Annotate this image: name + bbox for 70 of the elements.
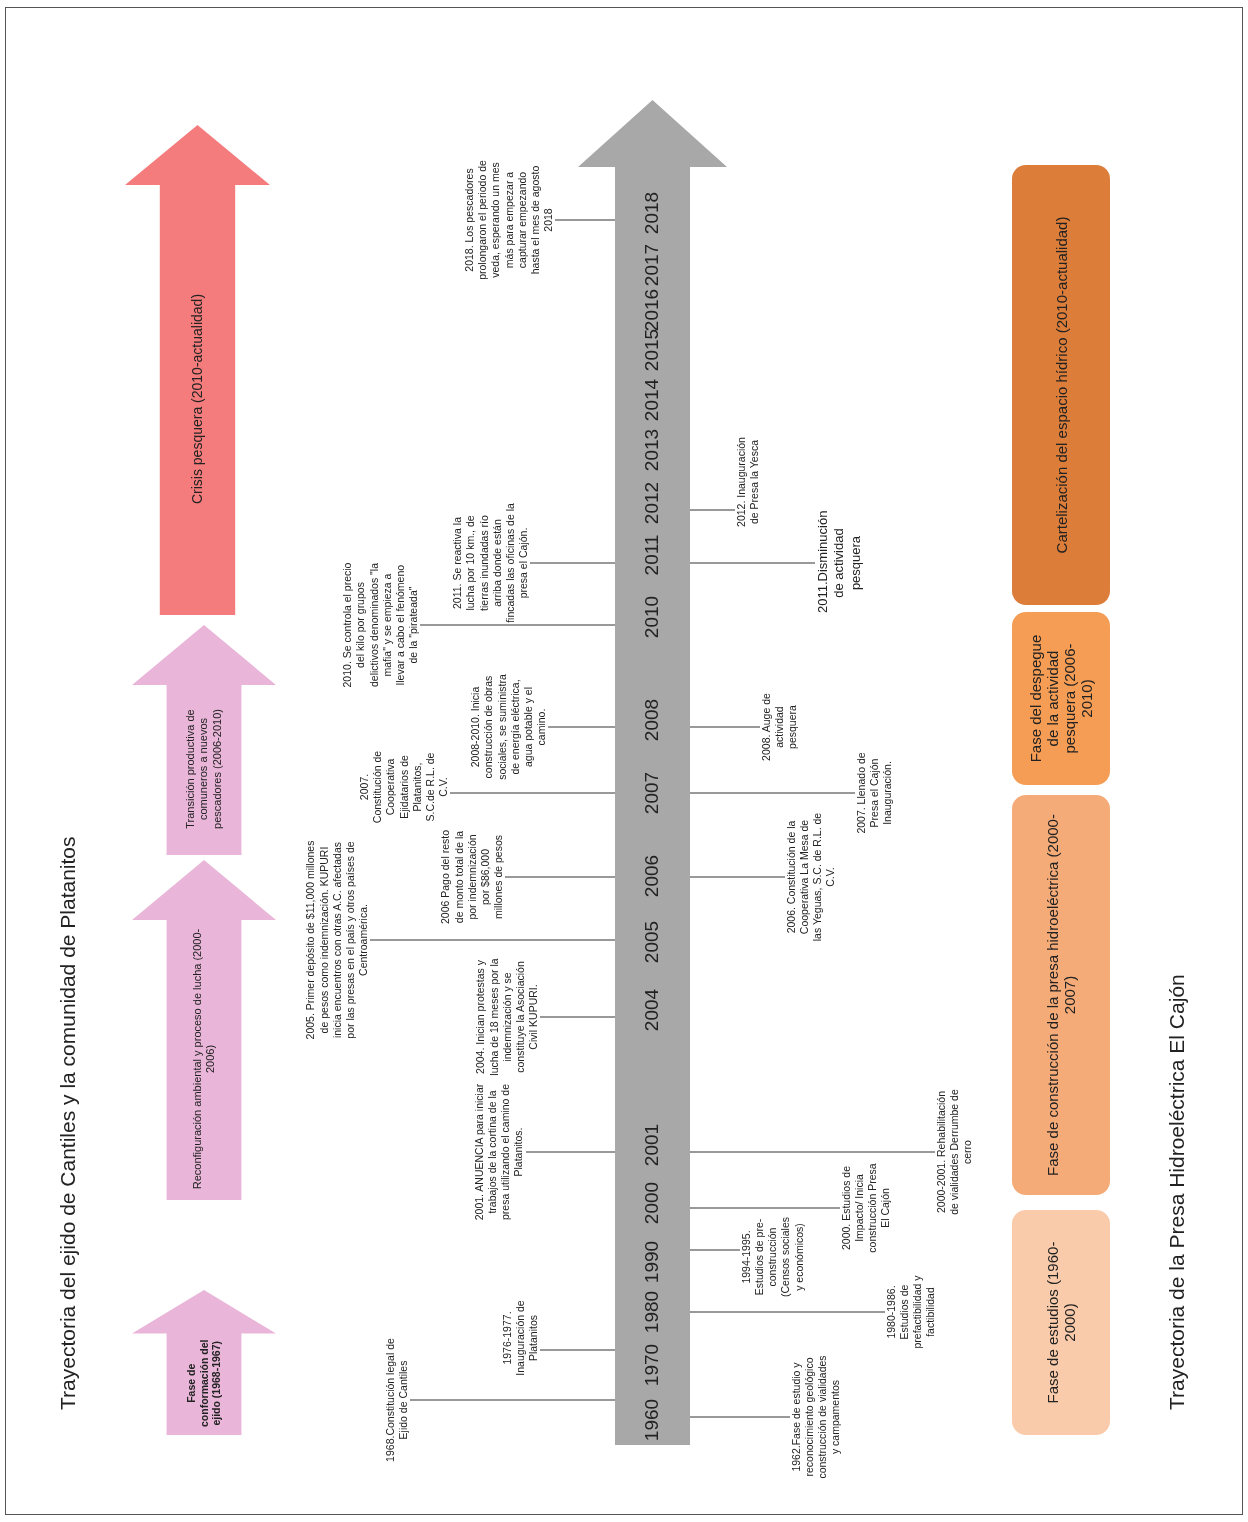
year-label: 1960	[641, 1398, 663, 1442]
leader-line	[689, 792, 856, 794]
leader-line	[504, 876, 616, 878]
leader-line	[449, 792, 616, 794]
phase-box: Fase de estudios (1960-2000)	[1012, 1210, 1110, 1435]
year-label: 1970	[641, 1343, 663, 1387]
leader-line	[689, 726, 761, 728]
phase-label: Fase de conformación del ejido (1968-1967)	[184, 1338, 224, 1429]
leader-line	[689, 509, 736, 511]
phase-label: Reconfiguración ambiental y proceso de lucha (2000-2006)	[189, 927, 217, 1192]
year-label: 2006	[641, 854, 663, 898]
year-label: 1980	[641, 1290, 663, 1334]
year-label: 2018	[641, 191, 663, 235]
event-text: 2011. Se reactiva la lucha por 10 km., de tierras inundadas río arriba donde están fincadas las oficinas de la presa el Cajón.	[451, 503, 530, 623]
caption: Trayectoria de la Presa Hidroeléctrica El Cajón	[1165, 974, 1189, 1410]
leader-line	[689, 1416, 791, 1418]
event-text: 2007. Constitución de Cooperativa Ejidatarios de Platanitos, S.C.de R.L. de C.V.	[358, 747, 450, 827]
event-text: 1968.Constitución legal de Ejido de Cantiles	[383, 1335, 410, 1465]
leader-line	[539, 1016, 616, 1018]
leader-line	[689, 1151, 936, 1153]
event-text: 1962.Fase de estudio y reconocimiento geológico construcción de vialidades y campamentos	[790, 1352, 843, 1482]
event-text: 2008. Auge de actividad pesquera	[760, 687, 800, 767]
leader-line	[689, 1249, 741, 1251]
year-label: 2000	[641, 1181, 663, 1225]
event-text: 2005. Primer depósito de $11,000 millones de pesos como indemnización. KUPURI inicia encuentros con otras A.C. afectadas por las presas en el país y otros países de Centroamérica.	[304, 840, 370, 1040]
year-label: 2010	[641, 595, 663, 639]
phase-box: Fase del despegue de la actividad pesquera (2006-2010)	[1012, 612, 1110, 785]
event-text: 1976-1977. Inauguración de Platanitos	[500, 1298, 540, 1378]
leader-line	[369, 939, 616, 941]
leader-line	[419, 624, 616, 626]
event-text: 2007. Llenado de Presa el Cajón Inauguración.	[855, 748, 895, 838]
title: Trayectoria del ejido de Cantiles y la comunidad de Platanitos	[56, 836, 80, 1410]
year-label: 2011	[641, 534, 663, 576]
year-label: 2017	[641, 243, 663, 287]
event-text: 2000. Estudios de Impacto/ Inicia construcción Presa El Cajón	[840, 1163, 893, 1253]
event-text: 2004. Inician protestas y lucha de 18 meses por la indemnización y se constituye la Asociación Civil KUPURI.	[474, 952, 540, 1082]
leader-line	[554, 219, 616, 221]
year-label: 2005	[641, 920, 663, 964]
phase-label: Crisis pesquera (2010-actualidad)	[188, 292, 207, 507]
year-label: 2013	[641, 428, 663, 472]
event-text: 2012. Inauguración de Presa la Yesca	[735, 437, 762, 527]
event-text: 2006 Pago del resto de monto total de la por indemnización por $86,000 millones de pesos	[439, 829, 505, 925]
year-label: 2014	[641, 378, 663, 422]
event-text: 1994-1995. Estudios de pre-construcción (Censos sociales y económicos)	[740, 1215, 806, 1299]
year-label: 2004	[641, 988, 663, 1032]
event-text: 2006. Constitución de la Cooperativa La Mesa de las Yeguas, S.C. de R.L. de C.V.	[785, 812, 838, 942]
event-text: 2001. ANUENCIA para iniciar trabajos de la cortina de la presa utilizando el camino de Platanitos.	[472, 1082, 525, 1222]
leader-line	[689, 876, 786, 878]
leader-line	[409, 1399, 616, 1401]
year-label: 2008	[641, 698, 663, 742]
leader-line	[529, 562, 616, 564]
event-text: 1980-1986. Estudios de prefactibilidad y factibilidad	[885, 1264, 938, 1360]
year-label: 2001	[641, 1123, 663, 1167]
year-label: 2012	[641, 481, 663, 525]
leader-line	[525, 1151, 616, 1153]
phase-box: Cartelización del espacio hídrico (2010-actualidad)	[1012, 165, 1110, 605]
leader-line	[689, 1311, 886, 1313]
event-text: 2008-2010. Inicia construcción de obras sociales, se suministra de energía eléctrica, agua potable y el camino.	[469, 672, 548, 782]
leader-line	[539, 1349, 616, 1351]
event-text: 2018. Los pescadores prolongaron el periodo de veda, esperando un mes más para empezar a capturar empezando hasta el mes de agosto 2018	[463, 160, 555, 280]
leader-line	[689, 562, 816, 564]
phase-box: Fase de construcción de la presa hidroeléctrica (2000-2007)	[1012, 795, 1110, 1195]
year-label: 1990	[641, 1240, 663, 1284]
event-text: 2010. Se controla el precio del kilo por grupos delictivos denominados "la mafia" y se empieza a llevar a cabo el fenómeno de la "pirateada"	[341, 560, 420, 690]
event-text: 2011.Disminución de actividad pesquera	[815, 513, 864, 613]
phase-label: Transición productiva de comuneros a nuevos pescadores (2006-2010)	[183, 708, 224, 831]
leader-line	[547, 726, 616, 728]
event-text: 2000-2001. Rehabilitación de vialidades Derrumbe de cerro	[935, 1087, 975, 1217]
year-label: 2007	[641, 771, 663, 815]
leader-line	[689, 1207, 841, 1209]
